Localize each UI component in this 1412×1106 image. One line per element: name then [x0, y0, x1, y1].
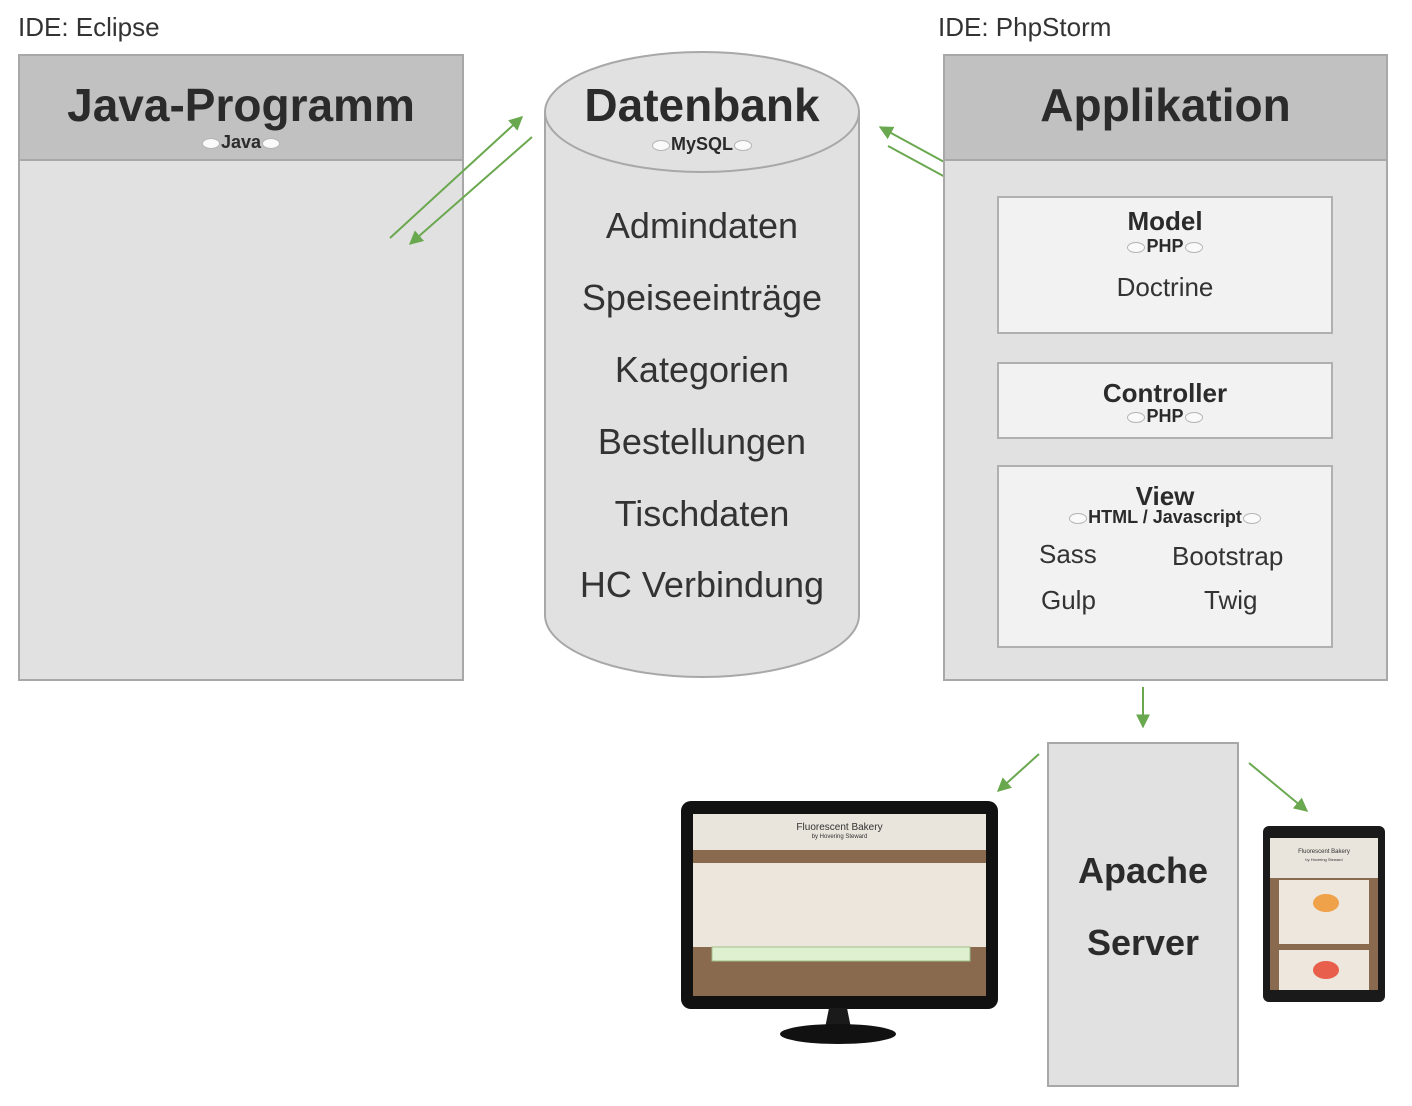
model-box: Model PHP Doctrine [997, 196, 1333, 334]
java-language-tag: Java [20, 132, 462, 153]
view-tool-twig: Twig [1204, 585, 1258, 615]
database-table-hc-verbindung: HC Verbindung [579, 564, 825, 605]
view-tag: HTML / Javascript [999, 507, 1331, 528]
database-title: Datenbank [584, 79, 820, 131]
tablet-app-title: Fluorescent Bakery [1298, 849, 1350, 855]
speech-bubble-icon [262, 137, 281, 149]
monitor-app-subtitle: by Hovering Steward [811, 834, 868, 840]
java-panel-header: Java-Programm Java [20, 56, 462, 161]
tablet-icon [1263, 826, 1385, 1002]
controller-tag-label: PHP [1146, 406, 1184, 426]
server-label-line2: Server [1086, 922, 1200, 963]
arrow-server-to-monitor [996, 753, 1040, 792]
view-tag-label: HTML / Javascript [1088, 507, 1242, 527]
controller-box: Controller PHP [997, 362, 1333, 439]
arrow-db-to-java [408, 136, 533, 245]
model-tag: PHP [999, 236, 1331, 257]
application-panel-title: Applikation [1040, 79, 1291, 131]
ide-label-eclipse: IDE: Eclipse [18, 12, 160, 42]
speech-bubble-icon [1127, 241, 1146, 253]
model-title: Model [1127, 206, 1203, 236]
speech-bubble-icon [1127, 411, 1146, 423]
database-tag: MySQL [544, 134, 860, 155]
java-tag-label: Java [220, 132, 262, 152]
database-tag-label: MySQL [670, 134, 733, 154]
java-panel: Java-Programm Java [18, 54, 464, 681]
server-label-line1: Apache [1077, 850, 1209, 891]
speech-bubble-icon [201, 137, 220, 149]
model-tag-label: PHP [1146, 236, 1184, 256]
database-table-bestellungen: Bestellungen [597, 421, 807, 462]
speech-bubble-icon [1242, 512, 1261, 524]
speech-bubble-icon [1184, 411, 1203, 423]
apache-server-box: Apache Server [1047, 742, 1239, 1087]
database-table-kategorien: Kategorien [614, 349, 790, 390]
tablet-app-subtitle: by Hovering Steward [1305, 857, 1343, 862]
speech-bubble-icon [651, 139, 670, 151]
view-box: View HTML / Javascript [997, 465, 1333, 648]
arrow-java-to-db [389, 116, 524, 239]
java-panel-title: Java-Programm [67, 79, 415, 131]
view-tool-bootstrap: Bootstrap [1172, 541, 1284, 571]
model-detail-doctrine: Doctrine [1116, 272, 1214, 302]
speech-bubble-icon [1069, 512, 1088, 524]
database-table-admindaten: Admindaten [605, 205, 799, 246]
view-tool-sass: Sass [1039, 539, 1097, 569]
monitor-app-title: Fluorescent Bakery [796, 822, 883, 833]
ide-label-phpstorm: IDE: PhpStorm [938, 12, 1112, 42]
database-table-tischdaten: Tischdaten [614, 493, 790, 534]
view-tool-gulp: Gulp [1041, 585, 1096, 615]
speech-bubble-icon [734, 139, 752, 151]
database-table-speiseeintraege: Speiseeinträge [581, 277, 823, 318]
speech-bubble-icon [1184, 241, 1203, 253]
arrow-server-to-tablet [1248, 762, 1309, 812]
database-cylinder [544, 51, 860, 678]
desktop-monitor-icon [681, 801, 998, 1044]
view-title: View [1135, 481, 1195, 511]
controller-title: Controller [1102, 378, 1228, 408]
controller-tag: PHP [999, 406, 1331, 427]
application-panel-header: Applikation [945, 56, 1386, 161]
